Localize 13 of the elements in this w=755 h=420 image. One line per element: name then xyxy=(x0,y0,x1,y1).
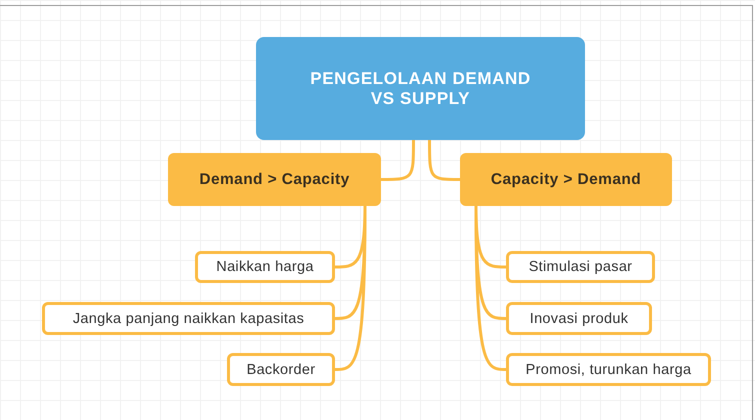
subtopic-box: Promosi, turunkan harga xyxy=(506,353,711,386)
connector-line xyxy=(381,140,415,181)
connector-line xyxy=(428,140,460,181)
subtopic-box: Naikkan harga xyxy=(195,251,335,283)
subtopic-box: Stimulasi pasar xyxy=(506,251,655,283)
topic-box: PENGELOLAAN DEMAND VS SUPPLY xyxy=(256,37,585,140)
branch-box: Demand > Capacity xyxy=(168,153,381,206)
subtopic-box: Inovasi produk xyxy=(506,302,652,335)
subtopic-box: Jangka panjang naikkan kapasitas xyxy=(42,302,335,335)
branch-box: Capacity > Demand xyxy=(460,153,672,206)
connector-line xyxy=(474,206,506,371)
connector-line xyxy=(334,206,366,371)
subtopic-box: Backorder xyxy=(227,353,335,386)
